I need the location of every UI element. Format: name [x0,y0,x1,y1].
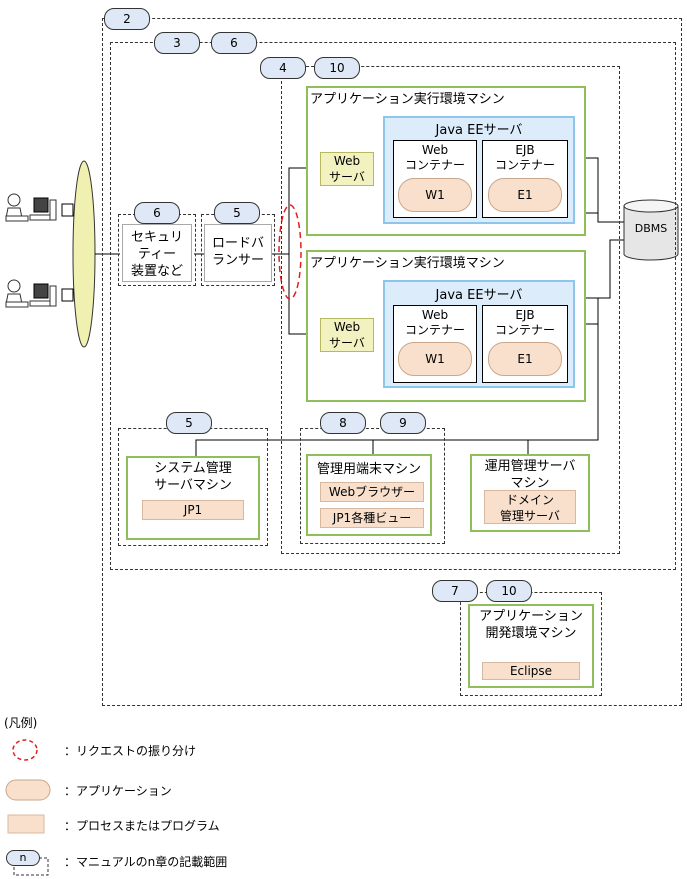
security-device-label-1: セキュリ [130,230,183,245]
web-container-2-label-2: コンテナー [404,323,465,337]
legend-title: (凡例) [4,716,38,730]
application-e1: E1 [488,342,562,376]
web-server-1-label-1: Web [333,154,361,168]
chapter-badge: 10 [314,57,360,79]
legend-chapter-label: ：マニュアルのn章の記載範囲 [64,855,228,869]
dbms-label: DBMS [634,222,668,235]
chapter-badge: 2 [104,8,150,30]
chapter-badge: 4 [260,57,306,79]
java-ee-server-2-label: Java EEサーバ [435,288,523,303]
chapter-badge: 5 [214,202,260,224]
system-mgmt-machine: システム管理 サーバマシン [126,456,260,540]
jp1-views-program: JP1各種ビュー [320,508,424,528]
region-app-exec [281,66,620,554]
web-server-1: Web サーバ [320,152,374,186]
domain-mgmt-label-2: 管理サーバ [500,509,560,523]
ops-mgmt-title-1: 運用管理サーバ [484,459,576,474]
chapter-badge: 9 [380,412,426,434]
legend-distribution-icon [12,739,38,761]
ejb-container-2-label-1: EJB [515,308,535,322]
database-icon [623,199,679,261]
chapter-badge: 6 [134,202,180,224]
app-machine-2-title: アプリケーション実行環境マシン [310,256,505,271]
web-server-2-label-2: サーバ [329,336,365,350]
web-container-2-label-1: Web [421,308,449,322]
domain-mgmt-label-1: ドメイン [505,493,554,507]
app-machine-1-title: アプリケーション実行環境マシン [310,92,505,107]
chapter-badge: 3 [154,32,200,54]
region-terminal [300,428,445,544]
request-distribution-mark [278,204,302,300]
dev-machine-title-1: アプリケーション [479,609,583,624]
terminal-title: 管理用端末マシン [316,462,421,477]
legend-application-icon [5,779,51,801]
web-container-1-label-1: Web [421,143,449,157]
domain-mgmt-server-program: ドメイン 管理サーバ [484,490,576,524]
ejb-container-1-label-2: コンテナー [494,158,555,172]
network-bus [72,160,96,348]
legend-distribution-label: ：リクエストの振り分け [64,744,197,758]
eclipse-program: Eclipse [482,662,580,680]
application-w1: W1 [398,342,472,376]
load-balancer-label-2: ランサー [211,253,264,268]
web-server-2-label-1: Web [333,320,361,334]
web-container-1-label-2: コンテナー [404,158,465,172]
legend-chapter-badge: n [6,850,40,866]
security-device-label-3: 装置など [130,264,183,279]
chapter-badge: 7 [432,580,478,602]
application-w1: W1 [398,178,472,212]
legend-process-label: ：プロセスまたはプログラム [64,819,220,833]
security-device: セキュリ ティー 装置など [122,224,192,282]
chapter-badge: 6 [211,32,257,54]
chapter-badge: 10 [486,580,532,602]
web-server-2: Web サーバ [320,318,374,352]
region-system [110,42,676,570]
client-computer-icon [5,279,74,308]
ops-mgmt-title-2: マシン [510,476,550,491]
chapter-badge: 8 [320,412,366,434]
system-mgmt-title-1: システム管理 [154,461,232,476]
web-server-1-label-2: サーバ [329,170,365,184]
system-mgmt-title-2: サーバマシン [154,478,232,493]
ejb-container-2-label-2: コンテナー [494,323,555,337]
legend-application-label: ：アプリケーション [64,784,172,798]
chapter-badge: 5 [166,412,212,434]
application-e1: E1 [488,178,562,212]
security-device-label-2: ティー [137,247,177,262]
load-balancer-label-1: ロードバ [211,236,264,251]
jp1-program: JP1 [142,500,244,520]
ejb-container-1-label-1: EJB [515,143,535,157]
java-ee-server-1-label: Java EEサーバ [435,123,523,138]
load-balancer: ロードバ ランサー [204,224,272,282]
web-browser-program: Webブラウザー [320,482,424,502]
dev-machine-title-2: 開発環境マシン [485,626,577,641]
region-outer [102,18,682,706]
legend-process-icon [7,814,45,834]
client-computer-icon [5,193,74,222]
